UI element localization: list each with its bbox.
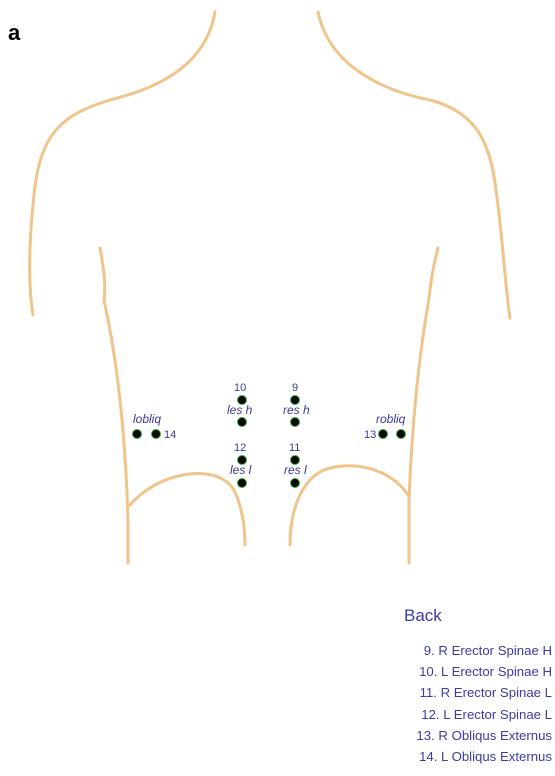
electrode-14-number: 14 [164,429,176,441]
legend-item: 10. L Erector Spinae H [416,661,552,682]
electrode-14-site: lobliq [133,412,161,426]
right-shoulder-outline [318,12,510,318]
legend: 9. R Erector Spinae H 10. L Erector Spin… [416,640,552,767]
right-buttock-outline [290,466,408,545]
left-shoulder-outline [30,12,215,315]
electrode-14-right [152,430,161,439]
electrode-10-lower [238,418,247,427]
legend-item: 11. R Erector Spinae L [416,682,552,703]
electrode-12-lower [238,479,247,488]
electrode-13-left [379,430,388,439]
legend-item: 13. R Obliqus Externus [416,725,552,746]
electrode-11-number: 11 [289,442,300,454]
right-torso-outline [409,248,438,563]
electrode-10-site: les h [227,403,253,417]
electrode-14-left [133,430,142,439]
left-buttock-outline [130,473,245,545]
electrode-11-site: res l [284,463,307,477]
electrode-12-site: les l [230,463,252,477]
legend-title: Back [404,606,442,626]
left-torso-outline [100,248,128,563]
electrode-9-site: res h [283,403,310,417]
electrode-11-lower [291,479,300,488]
legend-item: 12. L Erector Spinae L [416,704,552,725]
electrode-13-number: 13 [364,429,376,441]
legend-item: 14. L Obliqus Externus [416,746,552,767]
electrode-13-site: robliq [376,412,406,426]
electrode-12-number: 12 [234,442,246,454]
electrode-10-number: 10 [234,382,246,394]
panel-label: a [8,20,20,46]
electrode-9-number: 9 [292,382,298,394]
electrode-9-lower [291,418,300,427]
electrode-13-right [397,430,406,439]
legend-item: 9. R Erector Spinae H [416,640,552,661]
